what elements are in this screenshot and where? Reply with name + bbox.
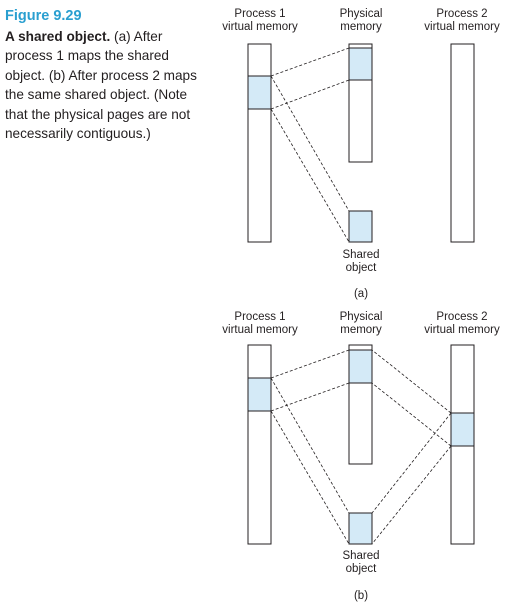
panel-a-process1-shared-region bbox=[247, 75, 272, 110]
panel-b-shared-object-label: Shared object bbox=[342, 550, 380, 575]
panel-b-process1-header: Process 1 virtual memory bbox=[222, 311, 298, 336]
panel-a-physical-shared-region bbox=[348, 47, 373, 81]
panel-a-shared-object-label: Shared object bbox=[342, 249, 380, 274]
panel-b-physical-shared-region bbox=[348, 349, 373, 384]
panel-b-physical-memory-column bbox=[348, 344, 373, 465]
panel-a-process2-header: Process 2 virtual memory bbox=[424, 8, 500, 33]
figure-title: A shared object. bbox=[5, 28, 111, 44]
panel-a-physical-memory-column bbox=[348, 43, 373, 163]
panel-b-process2-shared-region bbox=[450, 412, 475, 447]
figure-caption: Figure 9.29 A shared object. (a) After p… bbox=[5, 7, 205, 144]
figure-caption-text: (a) After process 1 maps the shared obje… bbox=[5, 28, 197, 142]
panel-b-process1-shared-region bbox=[247, 377, 272, 412]
panel-b-diagram bbox=[247, 344, 475, 545]
panel-b-shared-object-box bbox=[348, 512, 373, 545]
panel-b-label: (b) bbox=[353, 590, 369, 602]
panel-a-physical-header: Physical memory bbox=[339, 8, 383, 33]
panel-a-process1-vm-column bbox=[247, 43, 272, 243]
panel-b-process1-vm-column bbox=[247, 344, 272, 545]
panel-b-mapping-lines bbox=[270, 349, 452, 545]
figure-number: Figure 9.29 bbox=[5, 8, 82, 24]
panel-a-process2-vm-column bbox=[450, 43, 475, 243]
panel-a-shared-object-box bbox=[348, 210, 373, 243]
panel-b-physical-header: Physical memory bbox=[339, 311, 383, 336]
panel-b-process2-header: Process 2 virtual memory bbox=[424, 311, 500, 336]
panel-a-process1-header: Process 1 virtual memory bbox=[222, 8, 298, 33]
panel-a-diagram bbox=[247, 43, 475, 243]
panel-a-label: (a) bbox=[353, 288, 369, 300]
panel-a-mapping-lines bbox=[270, 47, 350, 243]
